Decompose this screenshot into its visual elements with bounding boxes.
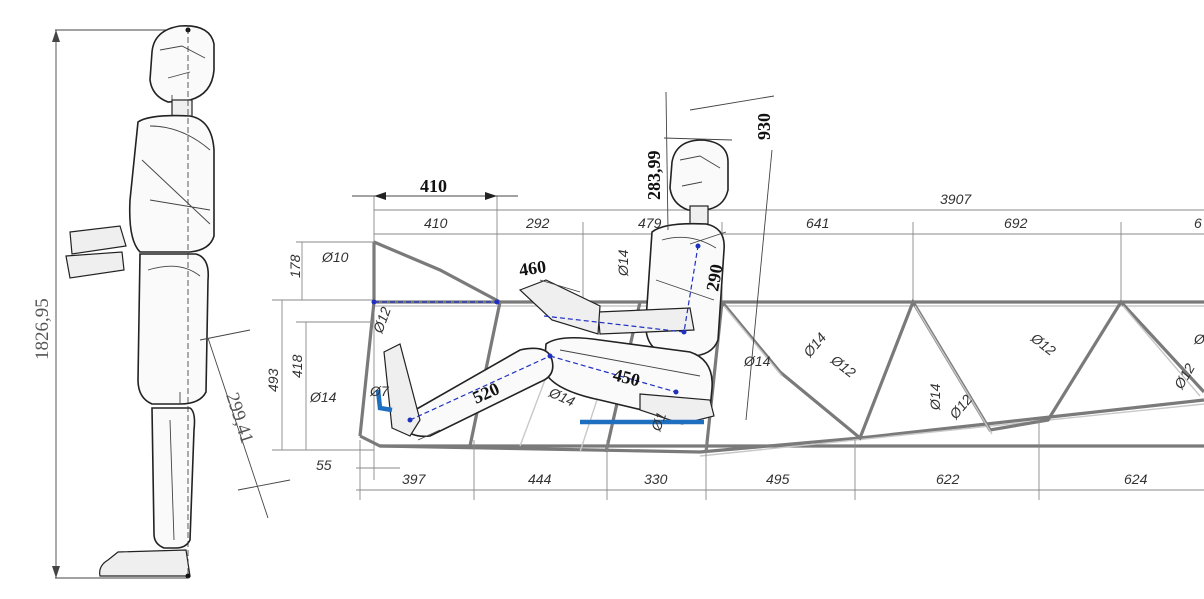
total-length-label: 3907 (940, 191, 972, 207)
back-height-label: 290 (702, 263, 726, 293)
pedal-reference-bar (375, 389, 393, 413)
tube-dia-10: Ø14 (927, 383, 943, 411)
tube-dia-3: Ø14 (615, 249, 631, 277)
bottom-segment-6: 622 (936, 471, 960, 487)
bottom-segment-7: 624 (1124, 471, 1148, 487)
tube-dia-12: Ø14 (1193, 331, 1204, 347)
left-height-3: 418 (289, 354, 305, 378)
left-height-1: 178 (287, 254, 303, 278)
bottom-segment-3: 444 (528, 471, 552, 487)
tube-dia-8: Ø12 (827, 351, 859, 381)
bottom-segment-1: 55 (316, 457, 332, 473)
tube-dia-4: Ø14 (309, 389, 337, 405)
top-segment-6: 6 (1194, 215, 1202, 231)
tube-dia-5: Ø14 (743, 353, 771, 369)
hip-offset-dimension: 299,41 (199, 329, 291, 519)
standing-figure: 1826,95 (32, 25, 215, 579)
left-height-2: 493 (265, 368, 281, 392)
tube-dia-15: Ø7 (369, 383, 390, 399)
tube-dia-14: Ø1 (647, 410, 669, 434)
top-segment-3: 479 (638, 215, 662, 231)
tube-dia-7: Ø14 (799, 329, 829, 360)
top-segment-2: 292 (525, 215, 550, 231)
seat-dimensions (352, 91, 775, 441)
fuselage-frame (272, 196, 1204, 500)
seated-height-label: 930 (754, 113, 774, 140)
tube-dia-9: Ø12 (1027, 329, 1059, 359)
bottom-segment-4: 330 (644, 471, 668, 487)
seated-figure (371, 139, 729, 438)
top-segment-4: 641 (806, 215, 829, 231)
seat-top-width-label: 410 (420, 176, 447, 196)
top-segment-1: 410 (424, 215, 448, 231)
thigh-length-label: 460 (518, 256, 548, 280)
top-segment-5: 692 (1004, 215, 1028, 231)
standing-height-label: 1826,95 (32, 298, 53, 360)
bottom-segment-2: 397 (402, 471, 427, 487)
tube-dia-1: Ø10 (321, 249, 349, 265)
head-offset-label: 283,99 (644, 151, 664, 201)
hip-offset-label: 299,41 (221, 390, 257, 446)
bottom-segment-5: 495 (766, 471, 790, 487)
